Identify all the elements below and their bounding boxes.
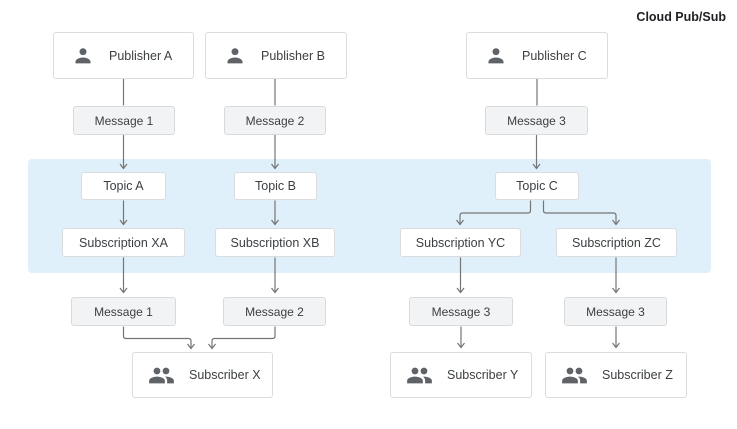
topic-b-node: Topic B xyxy=(234,172,317,200)
subscription-xa-label: Subscription XA xyxy=(79,235,168,250)
message-3-in-label: Message 3 xyxy=(507,113,566,128)
subscriber-y-label: Subscriber Y xyxy=(447,368,519,382)
people-icon xyxy=(561,362,588,389)
subscription-xb-node: Subscription XB xyxy=(215,228,335,257)
band-title: Cloud Pub/Sub xyxy=(636,10,726,24)
message-3-out-z-node: Message 3 xyxy=(564,297,667,326)
message-2-in-node: Message 2 xyxy=(224,106,326,135)
subscription-zc-label: Subscription ZC xyxy=(572,235,661,250)
message-1-in-node: Message 1 xyxy=(73,106,175,135)
subscriber-y-node: Subscriber Y xyxy=(390,352,532,398)
subscriber-z-node: Subscriber Z xyxy=(545,352,687,398)
publisher-b-node: Publisher B xyxy=(205,32,347,79)
subscription-zc-node: Subscription ZC xyxy=(556,228,677,257)
message-3-out-y-node: Message 3 xyxy=(409,297,513,326)
topic-b-label: Topic B xyxy=(255,179,296,193)
topic-c-node: Topic C xyxy=(495,172,579,200)
topic-c-label: Topic C xyxy=(516,179,558,193)
message-1-in-label: Message 1 xyxy=(94,113,154,128)
person-icon xyxy=(224,45,246,67)
subscription-xa-node: Subscription XA xyxy=(62,228,185,257)
subscriber-z-label: Subscriber Z xyxy=(602,368,673,382)
publisher-c-label: Publisher C xyxy=(522,48,587,63)
message-1-out-label: Message 1 xyxy=(94,304,153,319)
topic-a-node: Topic A xyxy=(81,172,166,200)
publisher-c-node: Publisher C xyxy=(466,32,608,79)
publisher-b-label: Publisher B xyxy=(261,48,325,63)
publisher-a-label: Publisher A xyxy=(109,48,173,63)
message-2-in-label: Message 2 xyxy=(245,113,305,128)
publisher-a-node: Publisher A xyxy=(53,32,194,79)
message-2-out-label: Message 2 xyxy=(245,304,304,319)
topic-a-label: Topic A xyxy=(103,179,144,193)
person-icon xyxy=(485,45,507,67)
message-2-out-node: Message 2 xyxy=(223,297,326,326)
subscriber-x-label: Subscriber X xyxy=(189,368,261,382)
subscription-yc-label: Subscription YC xyxy=(415,235,506,250)
person-icon xyxy=(72,45,94,67)
subscriber-x-node: Subscriber X xyxy=(132,352,273,398)
subscription-xb-label: Subscription XB xyxy=(230,235,320,250)
subscription-yc-node: Subscription YC xyxy=(400,228,521,257)
message-1-out-node: Message 1 xyxy=(71,297,176,326)
people-icon xyxy=(148,362,175,389)
message-3-out-y-label: Message 3 xyxy=(431,304,491,319)
message-3-in-node: Message 3 xyxy=(485,106,588,135)
people-icon xyxy=(406,362,433,389)
message-3-out-z-label: Message 3 xyxy=(586,304,645,319)
